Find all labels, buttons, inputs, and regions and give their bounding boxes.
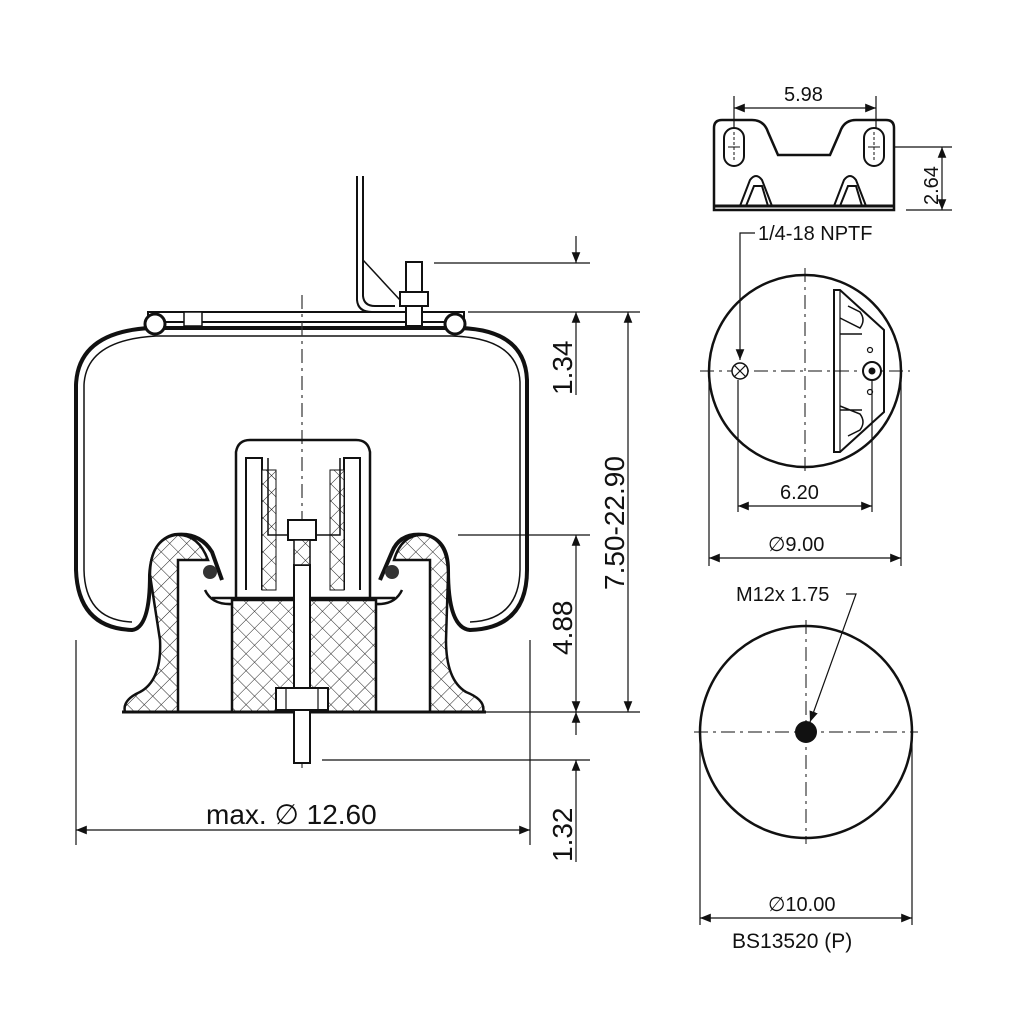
side-view [74,176,529,770]
dim-bolt-spacing: 6.20 [780,482,819,504]
dim-max-diameter: max. ∅ 12.60 [206,799,377,830]
bumper-cup [234,438,372,600]
piston-skirt-left [123,533,210,714]
port-leader [735,232,755,360]
dim-plate-diameter: ∅9.00 [768,534,824,556]
bracket-view: 5.98 2.64 [712,84,952,212]
center-stud [293,564,311,764]
thread-leader [809,593,857,723]
dim-stud-length: 1.32 [547,808,578,863]
dim-piston-height: 4.88 [547,601,578,656]
port-label: 1/4-18 NPTF [758,223,872,245]
bottom-view: M12x 1.75 ∅10.00 BS13520 (P) [694,584,918,953]
piston-skirt-right [392,533,485,714]
dim-top-offset: 1.34 [547,341,578,396]
dim-piston-diameter: ∅10.00 [768,894,835,916]
bracket-outline [712,118,896,212]
dim-height-range: 7.50-22.90 [599,456,630,590]
stud-nut [275,687,329,711]
thread-label: M12x 1.75 [736,584,829,606]
mounting-bracket-arm [356,176,395,313]
air-fitting [405,261,423,293]
dim-bracket-height: 2.64 [921,166,943,205]
bellows-outline-left [74,326,224,633]
top-view: 1/4-18 NPTF 6.20 ∅9.00 [700,223,910,566]
side-view-dimensions: 1.34 7.50-22.90 4.88 1.32 max. ∅ 12.60 [75,236,640,863]
part-number: BS13520 (P) [732,930,852,953]
dim-bracket-width: 5.98 [784,84,823,106]
center-thread-hole [795,721,817,743]
